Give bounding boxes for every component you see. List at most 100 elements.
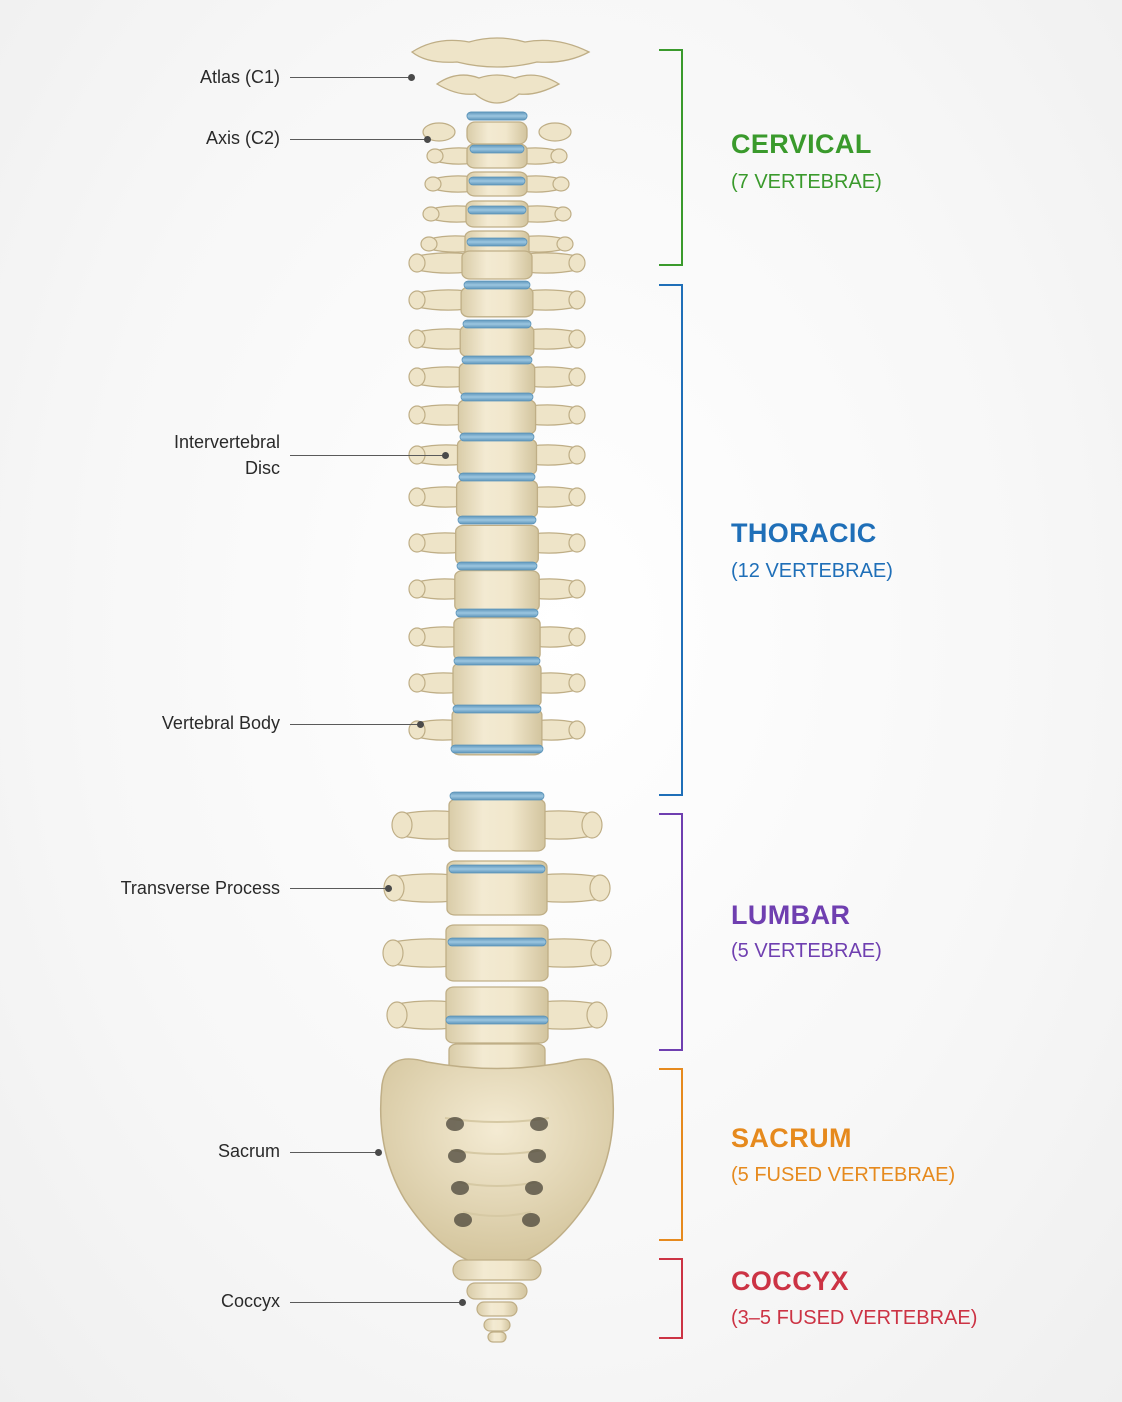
atlas-vertebra — [410, 37, 591, 68]
transverse-process-tip-left — [391, 811, 413, 839]
intervertebral-disc — [463, 280, 531, 290]
transverse-process-tip-left — [420, 236, 438, 252]
cervical-title: CERVICAL — [731, 129, 872, 159]
transverse-process-tip-left — [408, 290, 426, 310]
coccyx-label: Coccyx — [220, 1291, 280, 1311]
sacral-foramen-right — [528, 1149, 546, 1163]
vertebral-body-leader-line — [290, 724, 420, 725]
transverse-process-tip-right — [568, 720, 586, 740]
transverse-process-tip-right — [568, 253, 586, 273]
transverse-process-tip-right — [568, 579, 586, 599]
coccyx-bracket — [659, 1258, 683, 1339]
transverse-process-tip-right — [568, 405, 586, 425]
vertebral-body-leader-dot — [417, 721, 424, 728]
coccyx-segment — [466, 1282, 528, 1300]
vertebral-body — [456, 438, 538, 476]
coccyx-segment — [487, 1331, 507, 1343]
intervertebral-disc — [459, 432, 535, 442]
transverse-process-tip-right — [590, 939, 612, 967]
transverse-process-tip-right — [568, 445, 586, 465]
vertebral-body — [458, 361, 536, 397]
transverse-process-tip-right — [568, 673, 586, 693]
lumbar-count: (5 VERTEBRAE) — [731, 940, 882, 962]
transverse-process-tip-right — [568, 367, 586, 387]
sacral-foramen-right — [525, 1181, 543, 1195]
transverse-process-tip-right — [581, 811, 603, 839]
intervertebral-disc-label: Intervertebral Disc — [174, 429, 280, 481]
coccyx-segment — [452, 1259, 542, 1281]
intervertebral-disc — [452, 704, 542, 714]
vertebral-body — [445, 924, 549, 982]
sacrum-bone — [379, 1058, 615, 1263]
spine-group — [379, 37, 615, 1343]
atlas-leader-dot — [408, 74, 415, 81]
vertebral-body — [457, 399, 537, 435]
intervertebral-disc — [455, 608, 539, 618]
transverse-process-tip-left — [408, 367, 426, 387]
axis-vertebra-upper — [435, 74, 561, 104]
transverse-process-tip-right — [568, 329, 586, 349]
sacrum-title: SACRUM — [731, 1123, 852, 1153]
intervertebral-disc — [466, 237, 528, 247]
cervical-bracket — [659, 49, 683, 266]
thoracic-bracket — [659, 284, 683, 796]
vertebral-body — [455, 524, 539, 566]
transverse-process-tip-left — [382, 939, 404, 967]
transverse-process-tip-left — [386, 1001, 408, 1029]
transverse-process-tip-left — [408, 405, 426, 425]
sacrum-leader-dot — [375, 1149, 382, 1156]
coccyx-segment — [476, 1301, 518, 1317]
coccyx-count: (3–5 FUSED VERTEBRAE) — [731, 1307, 978, 1329]
intervertebral-disc — [466, 111, 528, 121]
intervertebral-disc — [460, 392, 534, 402]
intervertebral-disc-label-line1: Intervertebral — [173, 432, 280, 452]
sacral-foramen-right — [522, 1213, 540, 1227]
disc-leader-dot — [442, 452, 449, 459]
transverse-process-tip-right — [589, 874, 611, 902]
coccyx-leader-line — [290, 1302, 462, 1303]
transverse-process-tip-right — [568, 487, 586, 507]
sacrum-bracket — [659, 1068, 683, 1241]
transverse-process-leader-line — [290, 888, 388, 889]
transverse-process-tip-left — [424, 176, 442, 192]
transverse-process-tip-right — [552, 176, 570, 192]
sacral-ridge — [462, 1211, 532, 1217]
transverse-process-tip-left — [408, 329, 426, 349]
vertebral-body-label: Vertebral Body — [161, 713, 280, 733]
intervertebral-disc — [456, 561, 538, 571]
transverse-process-tip-right — [568, 627, 586, 647]
atlas-label: Atlas (C1) — [199, 67, 280, 87]
vertebral-body — [445, 986, 549, 1044]
atlas-leader-line — [290, 77, 411, 78]
sacral-foramen-left — [451, 1181, 469, 1195]
transverse-process-tip-left — [408, 673, 426, 693]
disc-leader-line — [290, 455, 445, 456]
transverse-process-tip-right — [550, 148, 568, 164]
transverse-process-tip-left — [408, 627, 426, 647]
vertebral-body — [446, 860, 548, 916]
axis-leader-dot — [424, 136, 431, 143]
intervertebral-disc-label-line2: Disc — [245, 458, 280, 478]
thoracic-count: (12 VERTEBRAE) — [731, 560, 893, 582]
intervertebral-disc — [469, 144, 525, 154]
vertebral-body — [454, 569, 540, 613]
transverse-process-tip-right — [586, 1001, 608, 1029]
transverse-process-tip-left — [422, 206, 440, 222]
intervertebral-disc — [457, 515, 537, 525]
vertebral-body — [448, 798, 546, 852]
sacral-foramen-left — [448, 1149, 466, 1163]
lumbar-bracket — [659, 813, 683, 1051]
intervertebral-disc — [445, 1015, 549, 1025]
vertebral-body — [455, 479, 539, 519]
axis-leader-line — [290, 139, 427, 140]
sacrum-count: (5 FUSED VERTEBRAE) — [731, 1164, 956, 1186]
axis-vertebra-body — [466, 121, 528, 145]
sacrum-label: Sacrum — [217, 1141, 280, 1161]
intervertebral-disc — [462, 319, 532, 329]
intervertebral-disc — [453, 656, 541, 666]
transverse-process-label: Transverse Process — [120, 878, 280, 898]
intervertebral-disc — [448, 864, 546, 874]
intervertebral-disc — [467, 205, 527, 215]
